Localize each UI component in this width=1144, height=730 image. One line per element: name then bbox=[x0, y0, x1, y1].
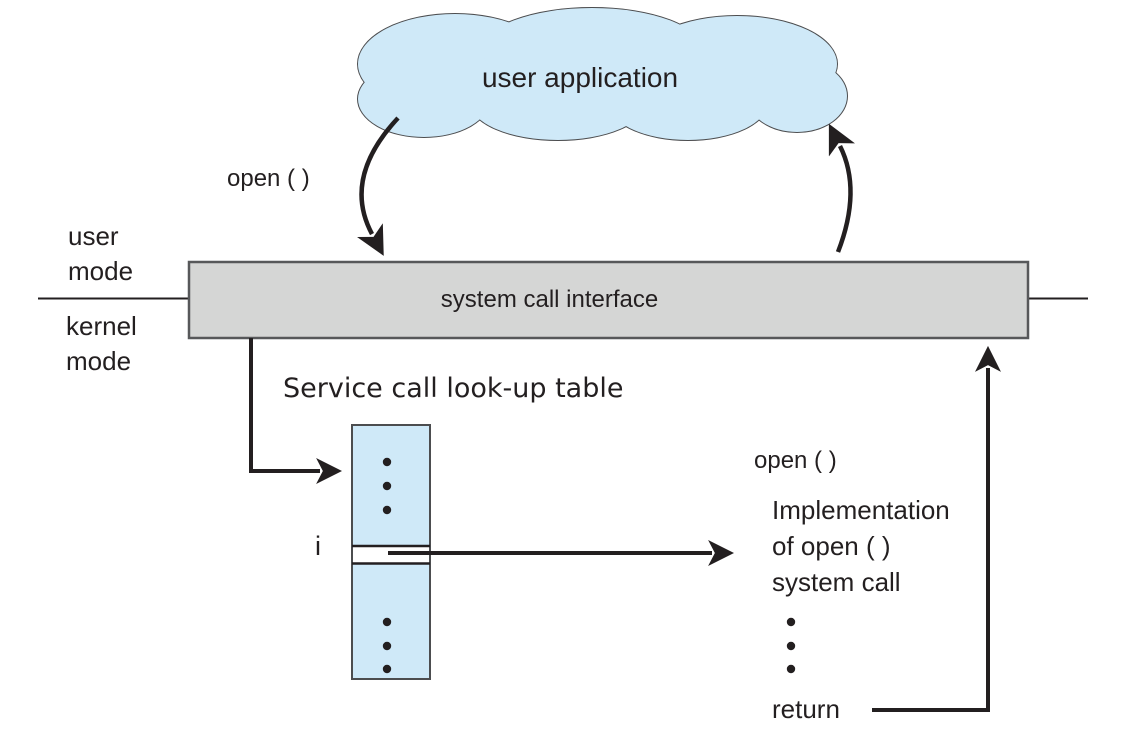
open-call-label: open ( ) bbox=[227, 165, 310, 192]
implementation-dots bbox=[786, 617, 796, 674]
open-call-down-arrow bbox=[357, 116, 400, 256]
implementation-line1: Implementation bbox=[772, 495, 950, 525]
user-mode-label: user mode bbox=[68, 219, 133, 289]
kernel-mode-label: kernel mode bbox=[66, 309, 137, 379]
implementation-line3: system call bbox=[772, 567, 901, 597]
bar-to-table-arrow bbox=[249, 338, 343, 484]
return-to-bar-arrow bbox=[872, 345, 1001, 712]
return-up-arrow-to-cloud bbox=[828, 123, 856, 253]
system-call-interface-label-wrap: system call interface bbox=[189, 262, 1028, 338]
cloud-fill-overlay bbox=[358, 8, 847, 140]
table-lower-dots bbox=[382, 617, 392, 674]
cloud-title: user application bbox=[481, 62, 679, 93]
implementation-text-block: Implementation of open ( ) system call bbox=[772, 492, 950, 600]
table-index-label: i bbox=[315, 531, 321, 561]
system-call-interface-label: system call interface bbox=[440, 286, 659, 313]
system-call-interface-bar bbox=[187, 260, 1030, 340]
kernel-mode-line2: mode bbox=[66, 346, 132, 376]
return-label: return bbox=[772, 694, 840, 724]
user-mode-line1: user bbox=[68, 221, 119, 251]
kernel-mode-line1: kernel bbox=[66, 311, 137, 341]
implementation-line2: of open ( ) bbox=[772, 531, 891, 561]
implementation-open-label: open ( ) bbox=[754, 447, 837, 474]
user-mode-line2: mode bbox=[68, 256, 134, 286]
table-upper-dots bbox=[382, 457, 392, 515]
lookup-table-title: Service call look-up table bbox=[283, 373, 624, 404]
